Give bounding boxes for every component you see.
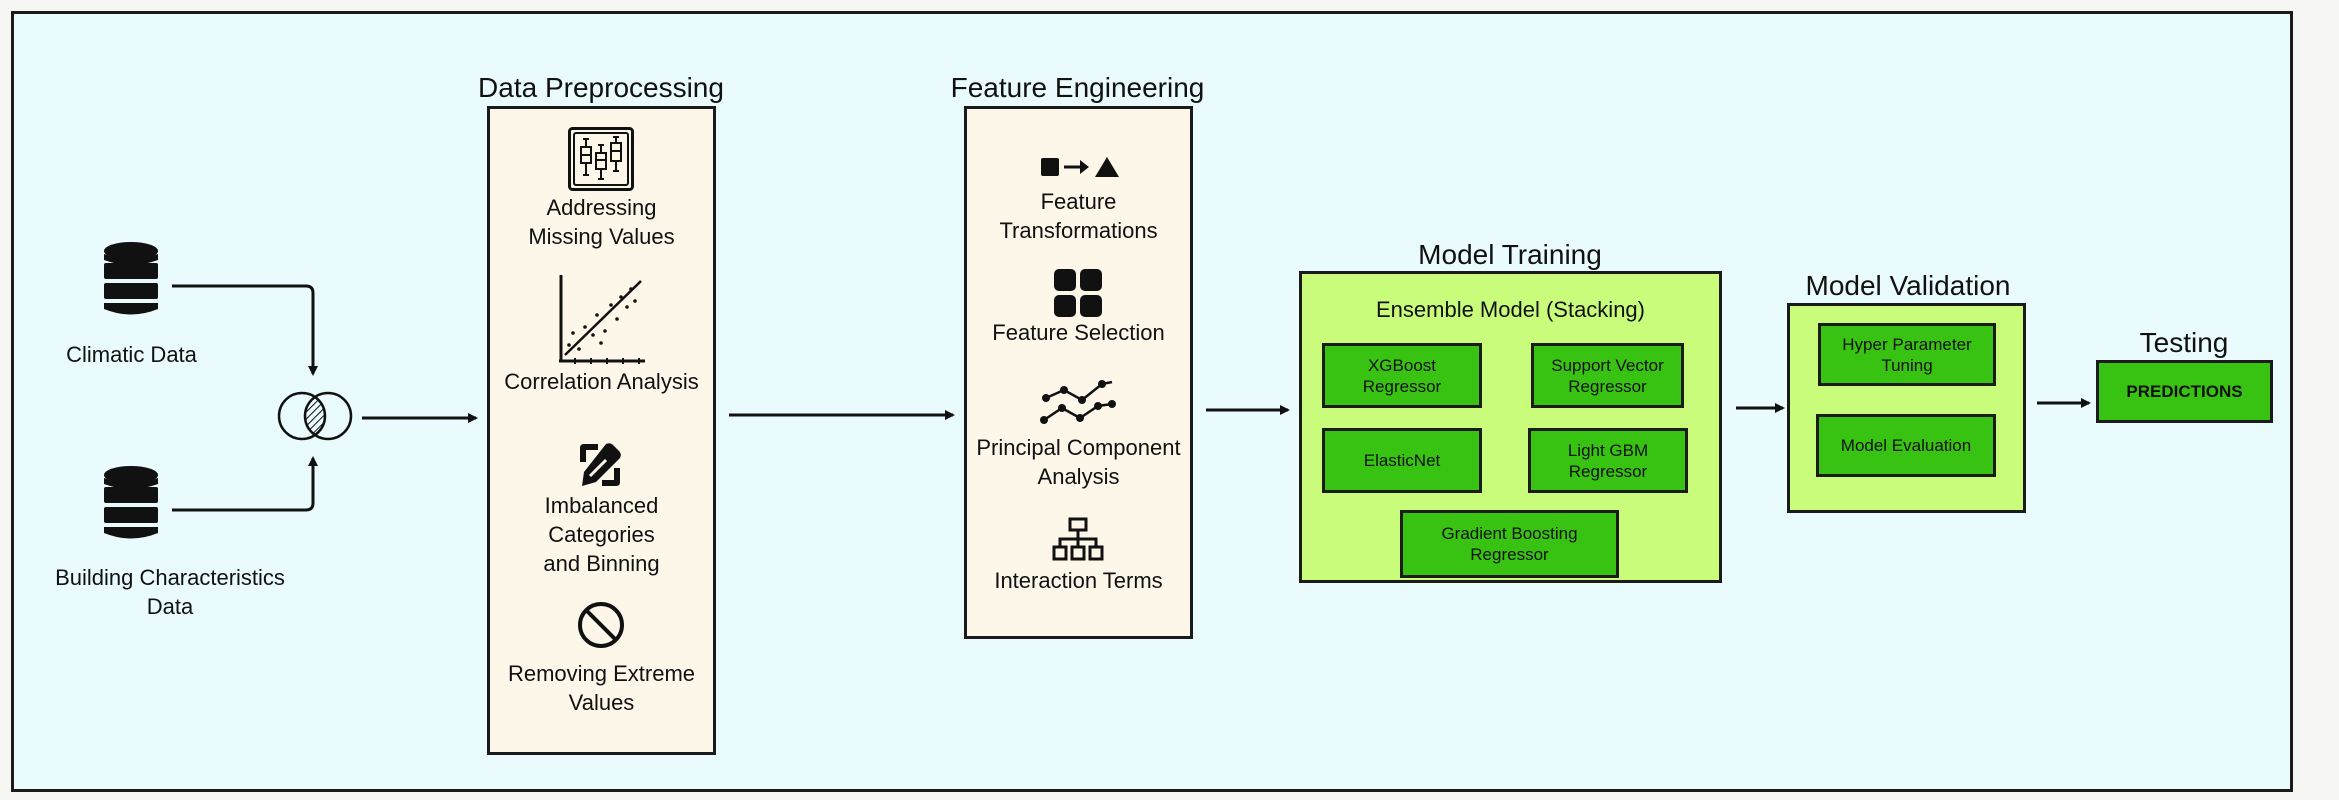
box-plot-icon — [568, 127, 634, 191]
edit-icon — [580, 443, 621, 486]
extreme-values-line2: Values — [568, 690, 635, 715]
missing-values-label: Addressing Missing Values — [495, 193, 708, 251]
climatic-data-label: Climatic Data — [66, 342, 197, 367]
svr-line2: Regressor — [1568, 376, 1647, 396]
model-evaluation-box: Model Evaluation — [1816, 414, 1996, 477]
database-icon — [104, 466, 158, 539]
xgboost-line1: XGBoost — [1367, 355, 1437, 375]
ensemble-model-label: Ensemble Model (Stacking) — [1375, 297, 1645, 322]
feature-transformations-line1: Feature — [1040, 189, 1117, 214]
grid-selection-icon — [1054, 269, 1102, 317]
model-training-title: Model Training — [1418, 239, 1602, 270]
feature-engineering-panel — [964, 106, 1193, 639]
imbalanced-line2: Categories — [548, 522, 655, 547]
venn-merge-icon — [277, 391, 353, 441]
line-graph-icon — [1040, 380, 1116, 424]
interaction-terms-label: Interaction Terms — [994, 568, 1163, 593]
feature-engineering-title: Feature Engineering — [950, 72, 1205, 103]
pca-label: Principal Component Analysis — [964, 433, 1193, 491]
database-icon — [104, 242, 158, 315]
elasticnet-label: ElasticNet — [1363, 451, 1441, 470]
tuning-line2: Tuning — [1881, 355, 1933, 375]
extreme-values-line1: Removing Extreme — [507, 661, 696, 686]
imbalanced-line3: and Binning — [543, 551, 660, 576]
missing-values-line1: Addressing — [546, 195, 657, 220]
gb-line2: Regressor — [1470, 545, 1549, 564]
pca-line2: Analysis — [1037, 464, 1120, 489]
building-data-label: Building Characteristics Data — [30, 563, 310, 621]
testing-title: Testing — [2139, 327, 2229, 358]
scatter-plot-icon — [559, 275, 645, 364]
imbalanced-line1: Imbalanced — [544, 493, 659, 518]
lgbm-line2: Regressor — [1568, 461, 1648, 481]
lgbm-line1: Light GBM — [1567, 440, 1649, 460]
preprocessing-title: Data Preprocessing — [478, 72, 724, 103]
pca-line1: Principal Component — [976, 435, 1181, 460]
extreme-values-label: Removing Extreme Values — [495, 659, 708, 717]
model-evaluation-label: Model Evaluation — [1840, 436, 1972, 455]
gb-line1: Gradient Boosting — [1441, 524, 1578, 543]
model-validation-title: Model Validation — [1805, 270, 2011, 301]
svr-line1: Support Vector — [1551, 355, 1664, 375]
predictions-box: PREDICTIONS — [2096, 360, 2273, 423]
feature-transformations-label: Feature Transformations — [972, 187, 1185, 245]
hierarchy-icon — [1052, 517, 1104, 561]
arrow-climatic-to-merge — [172, 284, 318, 376]
predictions-label: PREDICTIONS — [2126, 382, 2243, 401]
feature-selection-label: Feature Selection — [992, 320, 1165, 345]
transform-icon — [1041, 157, 1119, 177]
tuning-line1: Hyper Parameter — [1842, 334, 1972, 354]
elasticnet-box: ElasticNet — [1322, 428, 1482, 493]
xgboost-line2: Regressor — [1362, 376, 1442, 396]
missing-values-line2: Missing Values — [528, 224, 675, 249]
building-data-label-line2: Data — [146, 594, 194, 619]
prohibited-icon — [578, 602, 624, 648]
building-data-label-line1: Building Characteristics — [55, 565, 285, 590]
feature-transformations-line2: Transformations — [999, 218, 1158, 243]
imbalanced-categories-label: Imbalanced Categories and Binning — [495, 491, 708, 578]
correlation-analysis-label: Correlation Analysis — [504, 369, 699, 394]
arrow-building-to-merge — [172, 456, 318, 512]
